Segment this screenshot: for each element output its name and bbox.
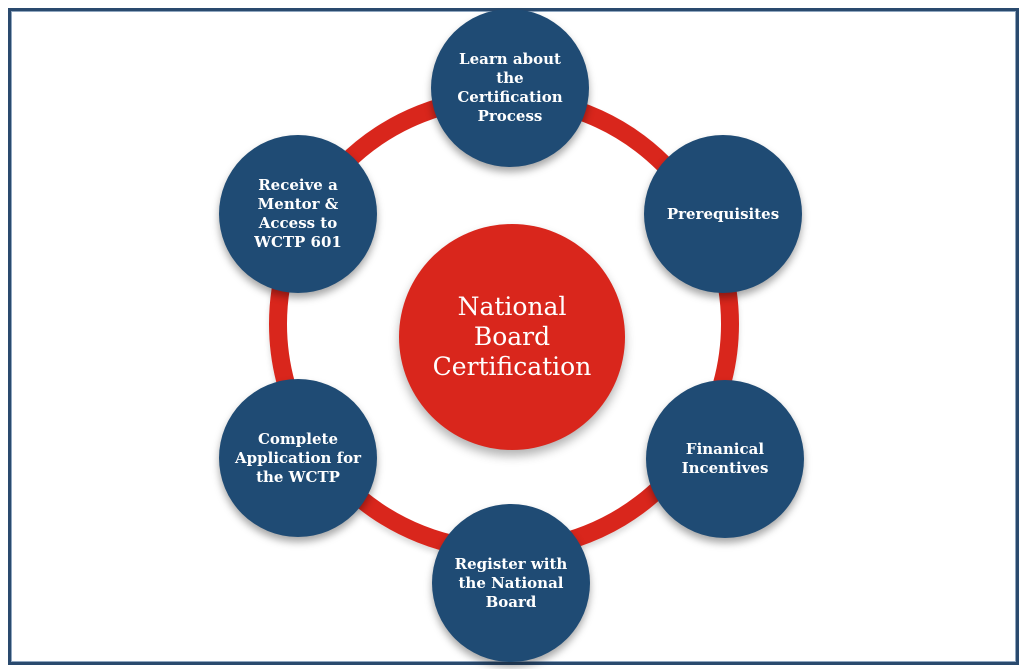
node-financial-incentives: Finanical Incentives [646, 380, 804, 538]
node-label: Register with the National Board [454, 554, 568, 611]
center-node-label: National Board Certification [432, 292, 592, 381]
node-learn-about-process: Learn about the Certification Process [431, 9, 589, 167]
node-label: Complete Application for the WCTP [235, 429, 361, 486]
node-label: Receive a Mentor & Access to WCTP 601 [254, 176, 342, 251]
node-complete-application: Complete Application for the WCTP [219, 379, 377, 537]
node-receive-mentor: Receive a Mentor & Access to WCTP 601 [219, 135, 377, 293]
node-label: Learn about the Certification Process [457, 50, 563, 125]
node-prerequisites: Prerequisites [644, 135, 802, 293]
node-label: Prerequisites [666, 204, 780, 223]
node-register-national-board: Register with the National Board [432, 504, 590, 662]
center-node-national-board-certification: National Board Certification [399, 224, 625, 450]
node-label: Finanical Incentives [681, 440, 769, 477]
